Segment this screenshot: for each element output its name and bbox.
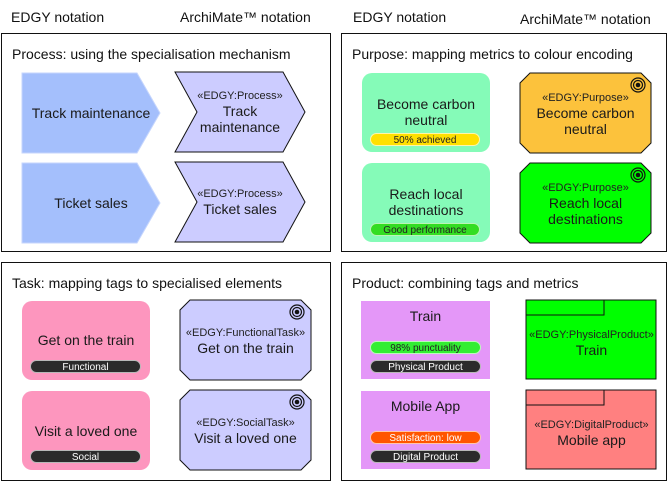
panel-title: Task: mapping tags to specialised elemen… [12,275,283,291]
archimate-product-label: «EDGY:PhysicalProduct» Train [529,328,654,358]
archimate-product-shape[interactable] [525,389,657,470]
edgy-process-shape[interactable] [21,162,161,244]
edgy-process-label: Track maintenance [31,105,151,121]
goal-icon [630,77,646,93]
edgy-purpose-label: Become carbon neutral [376,96,476,128]
edgy-product-label: Mobile App [390,398,461,414]
metric-badge: Good performance [370,223,480,236]
goal-icon [289,304,305,320]
archimate-process-label: «EDGY:Process» Ticket sales [197,188,283,217]
archimate-purpose-shape[interactable] [519,162,652,244]
tag-badge: Physical Product [370,360,481,373]
metric-badge: 98% punctuality [370,341,481,354]
goal-icon [630,167,646,183]
edgy-purpose-label: Reach local destinations [388,186,464,218]
archimate-purpose-label: «EDGY:Purpose» Become carbon neutral [536,91,635,137]
tag-badge: Social [30,450,141,463]
edgy-task-label: Visit a loved one [34,423,138,439]
archimate-task-label: «EDGY:SocialTask» Visit a loved one [194,416,297,446]
panel-title: Product: combining tags and metrics [352,275,579,291]
goal-icon [289,394,305,410]
edgy-task-label: Get on the train [37,332,135,348]
panel-title: Purpose: mapping metrics to colour encod… [352,46,633,62]
archimate-purpose-shape[interactable] [519,72,652,154]
edgy-process-label: Ticket sales [54,195,128,211]
column-header-archimate-right: ArchiMate™ notation [520,11,651,27]
panel-title: Process: using the specialisation mechan… [12,46,291,62]
tag-badge: Digital Product [370,450,481,463]
archimate-process-shape[interactable] [174,161,306,243]
metric-badge: Satisfaction: low [370,431,481,444]
archimate-task-shape[interactable] [179,389,312,471]
archimate-process-label: «EDGY:Process» Track maintenance [197,90,283,135]
column-header-edgy-right: EDGY notation [353,9,447,25]
tag-badge: Functional [30,360,141,373]
edgy-product-label: Train [409,308,442,324]
edgy-process-shape[interactable] [21,72,161,154]
archimate-product-shape[interactable] [525,299,657,380]
archimate-purpose-label: «EDGY:Purpose» Reach local destinations [542,181,629,227]
archimate-task-label: «EDGY:FunctionalTask» Get on the train [185,326,306,356]
column-header-edgy-left: EDGY notation [11,9,105,25]
archimate-process-shape[interactable] [174,71,306,153]
archimate-product-label: «EDGY:DigitalProduct» Mobile app [534,418,649,448]
column-header-archimate-left: ArchiMate™ notation [180,9,311,25]
metric-badge: 50% achieved [370,133,480,146]
archimate-task-shape[interactable] [179,299,312,381]
